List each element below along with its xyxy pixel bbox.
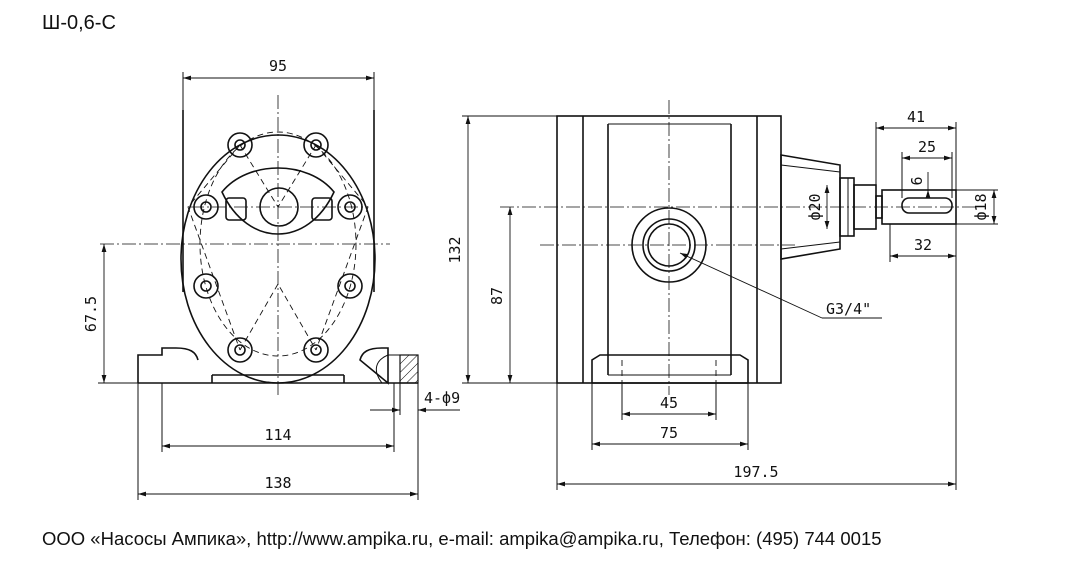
dim-95: 95 <box>269 57 287 75</box>
flange <box>221 167 335 235</box>
side-view: 132 87 45 75 197.5 41 25 6 <box>446 100 998 490</box>
dim-45: 45 <box>660 394 678 412</box>
base-foot <box>137 347 389 385</box>
section-hatch <box>399 354 419 384</box>
drawing-title: Ш-0,6-С <box>42 12 116 34</box>
dim-4-phi9: 4-ф9 <box>424 389 460 407</box>
dim-132: 132 <box>446 236 464 263</box>
dim-32: 32 <box>914 236 932 254</box>
thread-label-g34: G3/4" <box>826 300 871 318</box>
dim-197-5: 197.5 <box>733 463 778 481</box>
dim-25: 25 <box>918 138 936 156</box>
dim-138: 138 <box>264 474 291 492</box>
dim-87: 87 <box>488 287 506 305</box>
dim-67-5: 67.5 <box>82 296 100 332</box>
dim-phi18: ф18 <box>972 193 990 220</box>
front-view: 95 67.5 114 138 4-ф9 <box>82 57 460 500</box>
side-base <box>591 354 749 383</box>
dim-114: 114 <box>264 426 291 444</box>
dim-75: 75 <box>660 424 678 442</box>
company-footer: ООО «Насосы Ампика», http://www.ampika.r… <box>42 528 882 549</box>
bolt-heads <box>193 132 363 363</box>
dim-6: 6 <box>908 176 926 185</box>
dim-phi20: ф20 <box>806 193 824 220</box>
center-port <box>259 187 299 227</box>
shaft-key <box>901 197 953 214</box>
dim-41: 41 <box>907 108 925 126</box>
shaft-end <box>881 189 957 225</box>
bearing-housing <box>780 154 841 260</box>
